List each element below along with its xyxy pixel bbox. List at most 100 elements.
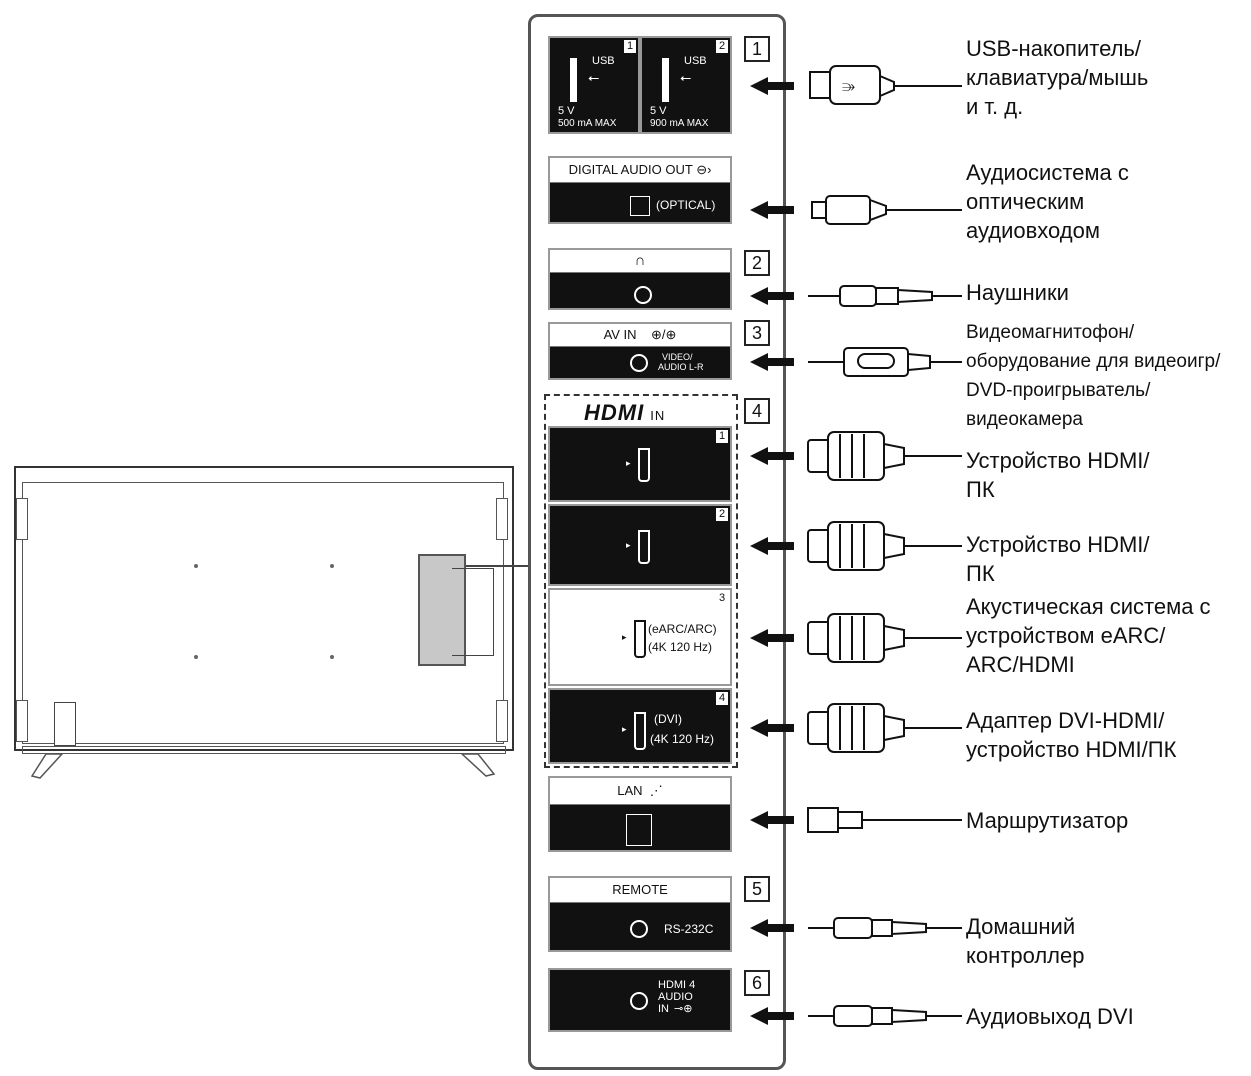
lan-header: LAN ⋰ xyxy=(550,778,730,805)
hdmi-audio-label-1: HDMI 4 xyxy=(658,979,696,991)
hdmi-plug-icon xyxy=(807,521,962,571)
usb-port-2[interactable]: 2 USB ⭠ 5 V 900 mA MAX xyxy=(640,36,732,134)
hdmi-plug-icon xyxy=(807,431,962,481)
hdmi-socket-icon xyxy=(638,448,650,482)
hdmi-plug-icon xyxy=(807,703,962,753)
label-line: ПК xyxy=(966,477,995,502)
vesa-hole xyxy=(330,564,334,568)
label-line: USB-накопитель/ xyxy=(966,36,1142,61)
av-in-port[interactable]: AV IN ⊕/⊕ VIDEO/ AUDIO L-R xyxy=(548,322,732,380)
terminal-number: 2 xyxy=(744,250,770,276)
arrow-hdmi-2 xyxy=(750,537,794,555)
device-label-lan: Маршрутизатор xyxy=(966,806,1128,835)
tv-terminal-recess xyxy=(452,568,494,656)
vesa-hole xyxy=(330,655,334,659)
terminal-number: 3 xyxy=(744,320,770,346)
arrow-avin xyxy=(750,353,794,371)
label-line: Адаптер DVI-HDMI/ xyxy=(966,708,1165,733)
arrow-marker-icon: ▸ xyxy=(626,540,631,550)
audio-out-icon: ⊖› xyxy=(696,162,712,177)
port-index: 1 xyxy=(624,40,636,53)
tv-stand-leg-left xyxy=(30,753,64,779)
tv-rear-panel xyxy=(22,482,504,744)
tv-clip-top-left xyxy=(16,498,28,540)
usb-label: USB xyxy=(592,55,615,67)
arrow-lan xyxy=(750,811,794,829)
label-line: устройством eARC/ xyxy=(966,623,1166,648)
device-label-avin: Видеомагнитофон/ оборудование для видеои… xyxy=(966,318,1220,434)
label-line: оборудование для видеоигр/ xyxy=(966,351,1221,372)
usb-port-1[interactable]: 1 USB ⭠ 5 V 500 mA MAX xyxy=(548,36,640,134)
arrow-hdmi-1 xyxy=(750,447,794,465)
tv-clip-bottom-left xyxy=(16,700,28,742)
tv-clip-bottom-right xyxy=(496,700,508,742)
device-label-hdmi-3: Акустическая система с устройством eARC/… xyxy=(966,592,1211,679)
label-line: ПК xyxy=(966,561,995,586)
optical-header: DIGITAL AUDIO OUT ⊖› xyxy=(550,158,730,183)
usb-plug-icon: ⭄ xyxy=(809,65,962,105)
label-line: ARC/HDMI xyxy=(966,652,1075,677)
lan-header-text: LAN xyxy=(617,783,643,798)
usb-label: USB xyxy=(684,55,707,67)
jack-socket-icon xyxy=(630,920,648,938)
hdmi-port-3[interactable]: 3 ▸ (eARC/ARC) (4K 120 Hz) xyxy=(548,588,732,686)
usb-current: 500 mA MAX xyxy=(558,118,617,129)
usb-slot-icon xyxy=(570,58,577,102)
hdmi-port-4[interactable]: 4 ▸ (DVI) (4K 120 Hz) xyxy=(548,688,732,764)
ethernet-socket-icon xyxy=(626,814,652,846)
optical-port[interactable]: DIGITAL AUDIO OUT ⊖› (OPTICAL) xyxy=(548,156,732,224)
port-index: 2 xyxy=(716,40,728,53)
terminal-number: 6 xyxy=(744,970,770,996)
jack-socket-icon xyxy=(630,354,648,372)
optical-plug-icon xyxy=(811,195,962,225)
label-line: Видеомагнитофон/ xyxy=(966,322,1135,343)
label-line: аудиовходом xyxy=(966,218,1101,243)
input-icon: ⊕/⊕ xyxy=(651,327,677,342)
usb-current: 900 mA MAX xyxy=(650,118,709,129)
jack-socket-icon xyxy=(634,286,652,304)
arrow-marker-icon: ▸ xyxy=(622,724,627,734)
device-label-hdmi-2: Устройство HDMI/ ПК xyxy=(966,530,1150,588)
lan-port[interactable]: LAN ⋰ xyxy=(548,776,732,852)
label-line: Домашний xyxy=(966,914,1076,939)
arrow-headphone xyxy=(750,287,794,305)
usb-symbol-icon: ⭠ xyxy=(588,69,600,85)
label-line: Аудиосистема с xyxy=(966,160,1129,185)
headphone-icon: ∩ xyxy=(550,250,730,273)
svg-text:⭄: ⭄ xyxy=(842,77,855,96)
label-line: Устройство HDMI/ xyxy=(966,532,1150,557)
device-label-audio-out: Аудиовыход DVI xyxy=(966,1002,1134,1031)
label-line: оптическим xyxy=(966,189,1085,214)
hdmi-audio-in-port[interactable]: HDMI 4 AUDIO IN ⊸⊕ xyxy=(548,968,732,1032)
device-label-hdmi-1: Устройство HDMI/ ПК xyxy=(966,446,1150,504)
av-in-label-1: VIDEO/ xyxy=(662,352,693,362)
hdmi-in-label: IN xyxy=(650,408,666,423)
usb-slot-icon xyxy=(662,58,669,102)
hdmi-plug-icon xyxy=(807,613,962,663)
terminal-number: 4 xyxy=(744,398,770,424)
remote-port[interactable]: REMOTE RS-232C xyxy=(548,876,732,952)
device-label-optical: Аудиосистема с оптическим аудиовходом xyxy=(966,158,1129,245)
tv-terminal-area xyxy=(418,554,466,666)
label-line: Акустическая система с xyxy=(966,594,1211,619)
av-plug-icon xyxy=(808,347,962,377)
device-label-hdmi-4: Адаптер DVI-HDMI/ устройство HDMI/ПК xyxy=(966,706,1176,764)
hdmi-port-1[interactable]: 1 ▸ xyxy=(548,426,732,502)
device-label-headphone: Наушники xyxy=(966,278,1069,307)
label-line: Наушники xyxy=(966,280,1069,305)
port-index: 2 xyxy=(716,508,728,521)
headphone-port[interactable]: ∩ xyxy=(548,248,732,310)
arrow-optical xyxy=(750,201,794,219)
optical-label: (OPTICAL) xyxy=(656,198,716,212)
optical-socket-icon xyxy=(630,196,650,216)
arrow-marker-icon: ▸ xyxy=(626,458,631,468)
port-index: 4 xyxy=(716,692,728,705)
hdmi-audio-label-2: AUDIO xyxy=(658,991,693,1003)
vesa-hole xyxy=(194,564,198,568)
device-label-usb: USB-накопитель/ клавиатура/мышь и т. д. xyxy=(966,34,1148,121)
arrow-marker-icon: ▸ xyxy=(622,632,627,642)
tv-power-socket xyxy=(54,702,76,746)
hdmi-port-2[interactable]: 2 ▸ xyxy=(548,504,732,586)
terminal-number: 1 xyxy=(744,36,770,62)
